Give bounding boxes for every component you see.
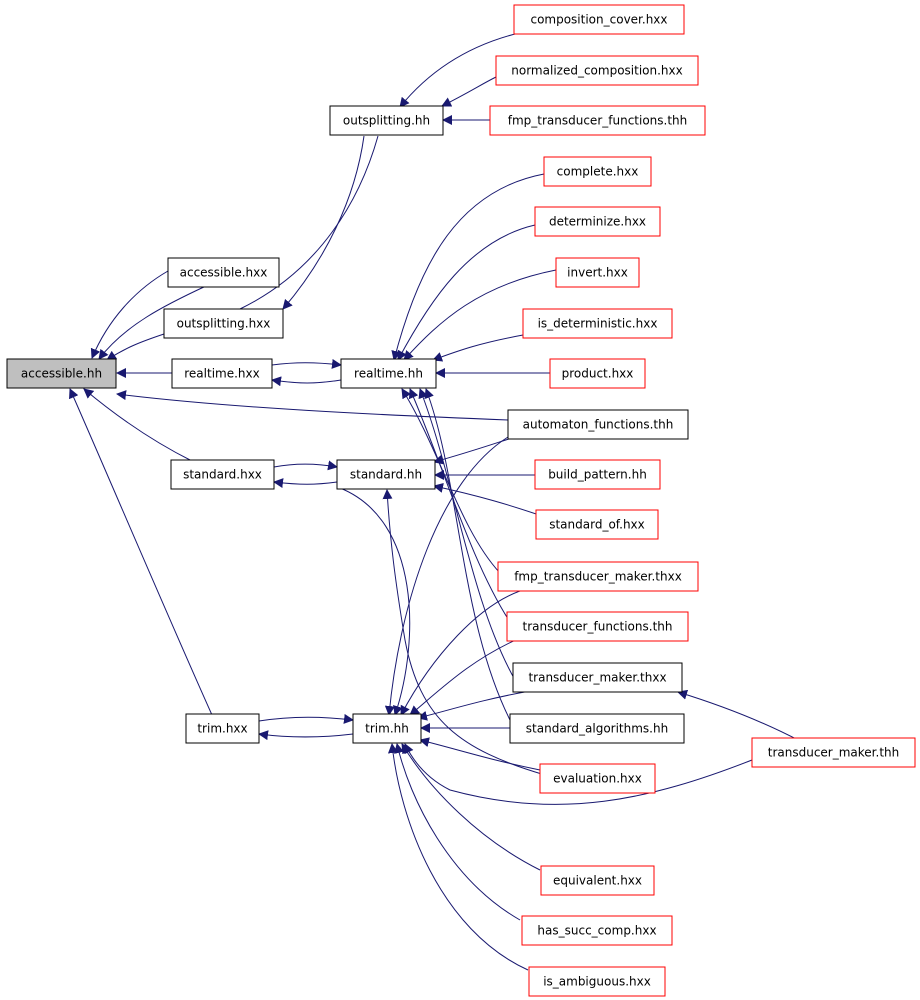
edge — [98, 285, 207, 360]
node-automaton-functions-thh[interactable]: automaton_functions.thh — [507, 409, 689, 440]
node-is-ambiguous-hxx[interactable]: is_ambiguous.hxx — [528, 966, 666, 997]
node-build-pattern-hh[interactable]: build_pattern.hh — [534, 459, 661, 490]
node-label: transducer_functions.thh — [523, 620, 673, 634]
node-fmp-transducer-maker-thxx[interactable]: fmp_transducer_maker.thxx — [497, 561, 699, 592]
node-label: transducer_maker.thh — [768, 746, 900, 760]
node-transducer-functions-thh[interactable]: transducer_functions.thh — [506, 611, 689, 642]
node-complete-hxx[interactable]: complete.hxx — [543, 156, 652, 187]
node-trim-hh[interactable]: trim.hh — [352, 713, 422, 744]
node-standard-hxx[interactable]: standard.hxx — [170, 459, 275, 490]
node-label: automaton_functions.thh — [523, 418, 674, 432]
node-label: standard.hxx — [183, 468, 262, 482]
edge — [90, 270, 169, 359]
node-label: realtime.hh — [354, 367, 423, 381]
node-standard-hh[interactable]: standard.hh — [336, 459, 436, 490]
node-label: build_pattern.hh — [548, 468, 647, 482]
edge — [432, 334, 524, 362]
node-product-hxx[interactable]: product.hxx — [549, 358, 646, 389]
node-label: standard_of.hxx — [549, 518, 645, 532]
nodes: accessible.hh accessible.hxx outsplittin… — [6, 4, 916, 997]
edge — [271, 359, 342, 369]
edge — [384, 436, 509, 716]
node-label: standard.hh — [350, 468, 422, 482]
node-transducer-maker-thxx[interactable]: transducer_maker.thxx — [512, 662, 683, 693]
node-transducer-maker-thh[interactable]: transducer_maker.thh — [751, 737, 916, 768]
node-realtime-hxx[interactable]: realtime.hxx — [171, 358, 273, 389]
node-determinize-hxx[interactable]: determinize.hxx — [534, 206, 661, 237]
edge — [424, 388, 511, 721]
node-label: fmp_transducer_functions.thh — [508, 114, 688, 128]
node-label: trim.hh — [365, 722, 409, 736]
node-label: composition_cover.hxx — [530, 13, 667, 27]
node-accessible-hh[interactable]: accessible.hh — [6, 358, 117, 389]
edge — [258, 730, 354, 741]
node-has-succ-comp-hxx[interactable]: has_succ_comp.hxx — [521, 915, 673, 946]
edge — [239, 135, 379, 310]
edge — [441, 76, 497, 107]
edge — [271, 376, 342, 387]
edge — [403, 269, 557, 361]
node-label: product.hxx — [562, 367, 634, 381]
node-label: outsplitting.hxx — [177, 317, 271, 331]
node-label: transducer_maker.thxx — [528, 671, 666, 685]
edge — [399, 32, 520, 108]
edge — [273, 460, 338, 471]
node-invert-hxx[interactable]: invert.hxx — [555, 257, 640, 288]
node-label: complete.hxx — [557, 165, 639, 179]
edge — [69, 388, 213, 716]
edge — [419, 737, 541, 771]
edge — [83, 388, 193, 462]
edge — [401, 743, 541, 871]
node-label: trim.hxx — [197, 722, 247, 736]
node-label: outsplitting.hh — [343, 114, 430, 128]
node-label: fmp_transducer_maker.thxx — [514, 570, 682, 584]
node-outsplitting-hh[interactable]: outsplitting.hh — [329, 105, 444, 136]
node-fmp-transducer-functions-thh[interactable]: fmp_transducer_functions.thh — [489, 105, 706, 136]
edge — [418, 388, 516, 681]
node-label: is_deterministic.hxx — [538, 317, 658, 331]
edge — [116, 390, 509, 421]
edges — [69, 32, 801, 971]
edge — [417, 690, 531, 721]
edge — [106, 333, 165, 361]
node-label: is_ambiguous.hxx — [543, 975, 651, 989]
edge — [677, 689, 801, 742]
node-normalized-composition-hxx[interactable]: normalized_composition.hxx — [495, 55, 699, 86]
node-equivalent-hxx[interactable]: equivalent.hxx — [540, 865, 655, 896]
edge — [404, 743, 753, 805]
node-label: determinize.hxx — [549, 215, 646, 229]
edge — [273, 478, 338, 488]
node-realtime-hh[interactable]: realtime.hh — [340, 358, 437, 389]
node-label: has_succ_comp.hxx — [537, 924, 656, 938]
edge — [282, 135, 365, 310]
node-label: realtime.hxx — [184, 367, 259, 381]
node-accessible-hxx[interactable]: accessible.hxx — [167, 257, 280, 288]
edge — [408, 388, 511, 623]
node-label: invert.hxx — [567, 266, 628, 280]
node-label: evaluation.hxx — [553, 772, 642, 786]
node-standard-algorithms-hh[interactable]: standard_algorithms.hh — [509, 713, 685, 744]
node-label: accessible.hxx — [180, 266, 268, 280]
node-composition-cover-hxx[interactable]: composition_cover.hxx — [513, 4, 685, 35]
edge — [258, 713, 354, 724]
node-standard-of-hxx[interactable]: standard_of.hxx — [535, 509, 659, 540]
edge — [387, 743, 529, 971]
edge — [391, 173, 545, 361]
edge — [394, 743, 521, 921]
node-label: accessible.hh — [21, 367, 102, 381]
node-label: standard_algorithms.hh — [526, 722, 668, 736]
node-label: equivalent.hxx — [553, 874, 642, 888]
node-label: normalized_composition.hxx — [511, 64, 682, 78]
edge — [397, 224, 536, 361]
node-trim-hxx[interactable]: trim.hxx — [185, 713, 260, 744]
edge — [433, 483, 546, 518]
edge — [339, 487, 411, 716]
edge — [409, 637, 521, 716]
node-outsplitting-hxx[interactable]: outsplitting.hxx — [163, 308, 284, 339]
node-evaluation-hxx[interactable]: evaluation.hxx — [539, 763, 656, 794]
edge — [400, 587, 531, 716]
edge — [382, 489, 546, 776]
node-is-deterministic-hxx[interactable]: is_deterministic.hxx — [522, 308, 673, 339]
